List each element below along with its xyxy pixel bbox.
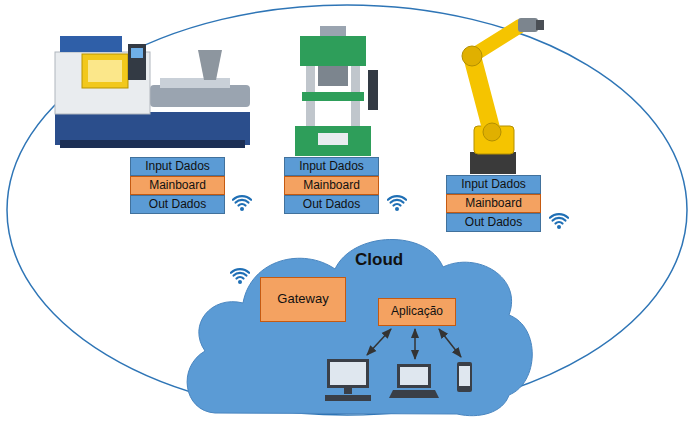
laptop-icon [389, 364, 439, 398]
desktop-icon [330, 362, 366, 385]
output-data-box: Out Dados [446, 213, 541, 232]
node-label: Mainboard [303, 179, 360, 192]
device-arrow [439, 329, 461, 357]
hydraulic-press [368, 70, 378, 110]
node-label: Mainboard [149, 179, 206, 192]
robot-arm [483, 123, 501, 141]
application-box: Aplicação [378, 298, 456, 326]
robot-arm [472, 56, 492, 132]
robot-arm [470, 152, 516, 174]
wifi-icon [233, 196, 251, 211]
injection-machine [60, 36, 122, 52]
laptop-icon [389, 390, 439, 398]
input-data-box: Input Dados [446, 175, 541, 194]
phone-icon [457, 362, 472, 392]
cloud-shape [187, 239, 532, 415]
desktop-icon [344, 388, 352, 394]
wifi-icon [231, 269, 249, 284]
hydraulic-press [318, 133, 348, 145]
input-data-box: Input Dados [284, 157, 379, 176]
gateway-box: Gateway [260, 277, 346, 322]
node-label: Input Dados [299, 160, 364, 173]
mainboard-box: Mainboard [130, 176, 225, 195]
robot-arm [536, 20, 544, 30]
node-label: Input Dados [145, 160, 210, 173]
injection-machine [198, 50, 222, 80]
robot-arm [462, 18, 544, 174]
hydraulic-press [295, 126, 371, 156]
device-arrow [414, 329, 416, 359]
hydraulic-press [295, 26, 378, 156]
desktop-icon [327, 359, 369, 388]
laptop-icon [397, 364, 431, 388]
hydraulic-press [318, 66, 348, 86]
injection-machine [150, 85, 250, 107]
system-boundary [7, 5, 687, 415]
desktop-icon [325, 359, 371, 401]
node-label: Gateway [277, 292, 328, 306]
output-data-box: Out Dados [130, 195, 225, 214]
hydraulic-press [300, 36, 366, 66]
node-label: Input Dados [461, 178, 526, 191]
phone-icon [457, 362, 472, 392]
injection-machine [55, 36, 250, 148]
injection-machine [60, 140, 245, 148]
injection-machine [160, 78, 230, 88]
hydraulic-press [302, 92, 364, 101]
device-arrow [367, 329, 391, 355]
desktop-icon [325, 395, 371, 401]
wifi-icon [388, 196, 406, 211]
cloud-region: CloudGatewayAplicação [175, 225, 535, 420]
node-label: Cloud [355, 251, 403, 270]
mainboard-box: Mainboard [284, 176, 379, 195]
robot-arm [462, 46, 482, 66]
mainboard-box: Mainboard [446, 194, 541, 213]
node-label: Out Dados [465, 216, 522, 229]
laptop-icon [400, 367, 428, 385]
injection-machine [88, 60, 122, 82]
injection-machine [131, 48, 143, 58]
node-label: Out Dados [303, 198, 360, 211]
input-data-box: Input Dados [130, 157, 225, 176]
output-data-box: Out Dados [284, 195, 379, 214]
injection-machine [82, 54, 128, 88]
injection-machine [128, 44, 146, 80]
wifi-icon [550, 214, 568, 229]
node-label: Aplicação [391, 305, 443, 318]
node-label: Mainboard [465, 197, 522, 210]
robot-arm [518, 18, 538, 32]
phone-icon [459, 366, 470, 386]
node-label: Out Dados [149, 198, 206, 211]
